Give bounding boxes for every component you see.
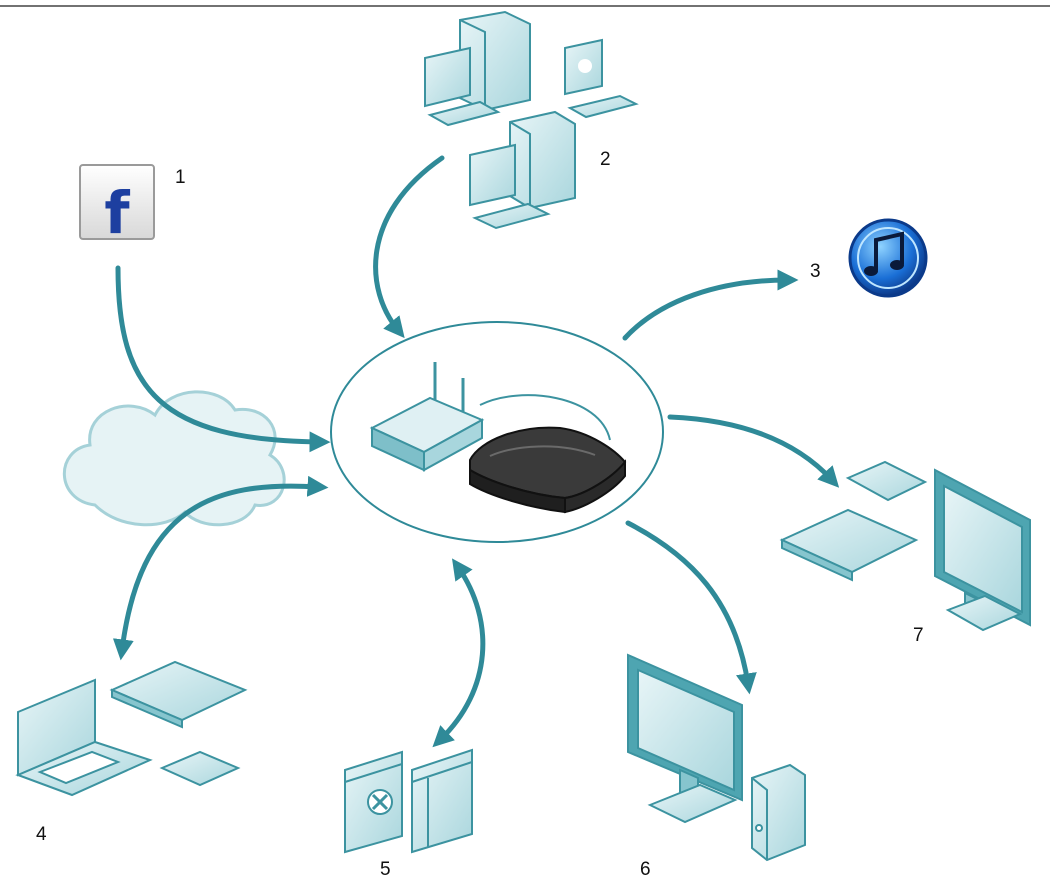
node-label-6: 6: [640, 859, 651, 880]
node-label-5: 5: [380, 859, 391, 880]
facebook-icon[interactable]: f: [79, 164, 155, 247]
connection-arrows: [112, 155, 840, 748]
music-note-icon[interactable]: [848, 218, 928, 298]
desktop-computers-icon[interactable]: [424, 10, 639, 230]
browser-window-icon[interactable]: [344, 748, 473, 854]
monitor-tower-icon[interactable]: [627, 653, 806, 862]
node-label-3: 3: [810, 261, 821, 282]
node-label-2: 2: [600, 149, 611, 170]
laptop-tablet-phone-icon[interactable]: [15, 660, 248, 797]
node-label-4: 4: [36, 824, 47, 845]
node-label-7: 7: [913, 625, 924, 646]
hub-cable: [479, 394, 611, 441]
wireless-router-icon: [369, 362, 485, 472]
set-top-box-icon: [469, 426, 627, 514]
arrow-hub-to-pc-monitor: [625, 520, 757, 695]
arrow-desktops-to-hub: [373, 155, 445, 339]
arrow-facebook-to-hub: [115, 265, 331, 453]
hub-ellipse: [330, 321, 664, 543]
svg-text:f: f: [104, 179, 130, 247]
node-label-1: 1: [175, 167, 186, 188]
tablet-monitor-icon[interactable]: [779, 460, 1031, 632]
arrow-hub-to-itunes: [622, 269, 799, 341]
arrow-hub-to-mobile: [112, 475, 329, 661]
arrow-hub-to-browser: [432, 558, 486, 748]
arrow-hub-to-tablets: [667, 414, 840, 488]
